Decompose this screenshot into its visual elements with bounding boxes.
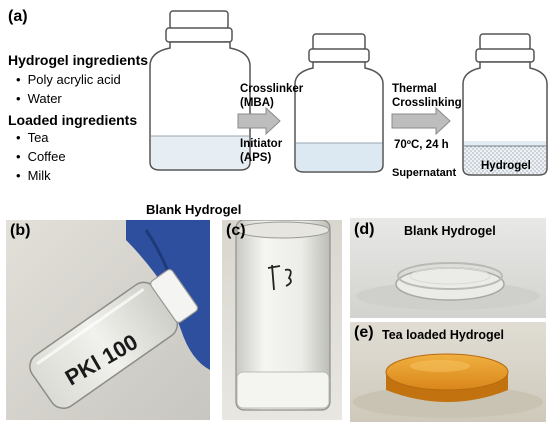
loaded-ingredients-title: Loaded ingredients [8, 112, 138, 128]
panel-a-label: (a) [8, 8, 28, 25]
vial-1-liquid [151, 136, 249, 169]
tea-gel-disc-top [385, 353, 509, 391]
panel-c-photo [222, 220, 342, 420]
vial-2-liquid [296, 143, 382, 171]
arrow-1-bottom-label: Initiator (APS) [240, 137, 282, 165]
arrow-2 [391, 106, 451, 136]
vial-process-diagram [149, 10, 548, 176]
panel-c-title: Blank Hydrogel [146, 202, 242, 217]
hydrogel-ingredient-item: Water [16, 89, 121, 108]
vial-1 [149, 10, 251, 171]
vial-2 [294, 33, 384, 173]
panel-e-photo [350, 322, 546, 422]
panel-b-label: (b) [10, 222, 31, 239]
hydrogel-layer [464, 146, 546, 174]
supernatant-label: Supernatant [392, 167, 457, 179]
blank-gel-layer [236, 371, 330, 409]
temperature-time-label: 70ºC, 24 h [394, 139, 449, 151]
supernatant-layer [464, 141, 546, 146]
panel-d-label: (d) [354, 221, 375, 238]
hydrogel-ingredients-title: Hydrogel ingredients [8, 52, 149, 68]
thermal-label: Thermal [392, 83, 437, 95]
aps-label: (APS) [240, 152, 272, 164]
arrow-1-top-label: Crosslinker (MBA) [240, 82, 303, 110]
panel-e-title: Tea loaded Hydrogel [382, 328, 505, 342]
hydrogel-label: Hydrogel [481, 160, 531, 172]
panel-b-photo: PKl 100 [6, 220, 210, 420]
panel-d-title: Blank Hydrogel [404, 224, 496, 238]
vial-3 [462, 33, 548, 176]
hydrogel-ingredient-item: Poly acrylic acid [16, 70, 121, 89]
crosslinker-label: Crosslinker [240, 83, 304, 95]
arrow-2-top-label: Thermal Crosslinking [392, 82, 462, 110]
mba-label: (MBA) [240, 97, 274, 109]
initiator-label: Initiator [240, 138, 283, 150]
panel-d-photo [350, 218, 546, 318]
crosslinking-label: Crosslinking [392, 97, 462, 109]
hydrogel-ingredients-list: Poly acrylic acid Water [16, 70, 121, 108]
loaded-ingredient-item: Coffee [16, 147, 66, 166]
loaded-ingredients-list: Tea Coffee Milk [16, 128, 66, 185]
panel-e-label: (e) [354, 324, 374, 341]
arrow-1 [237, 106, 281, 136]
panel-c-label: (c) [226, 222, 246, 239]
loaded-ingredient-item: Milk [16, 166, 66, 185]
loaded-ingredient-item: Tea [16, 128, 66, 147]
